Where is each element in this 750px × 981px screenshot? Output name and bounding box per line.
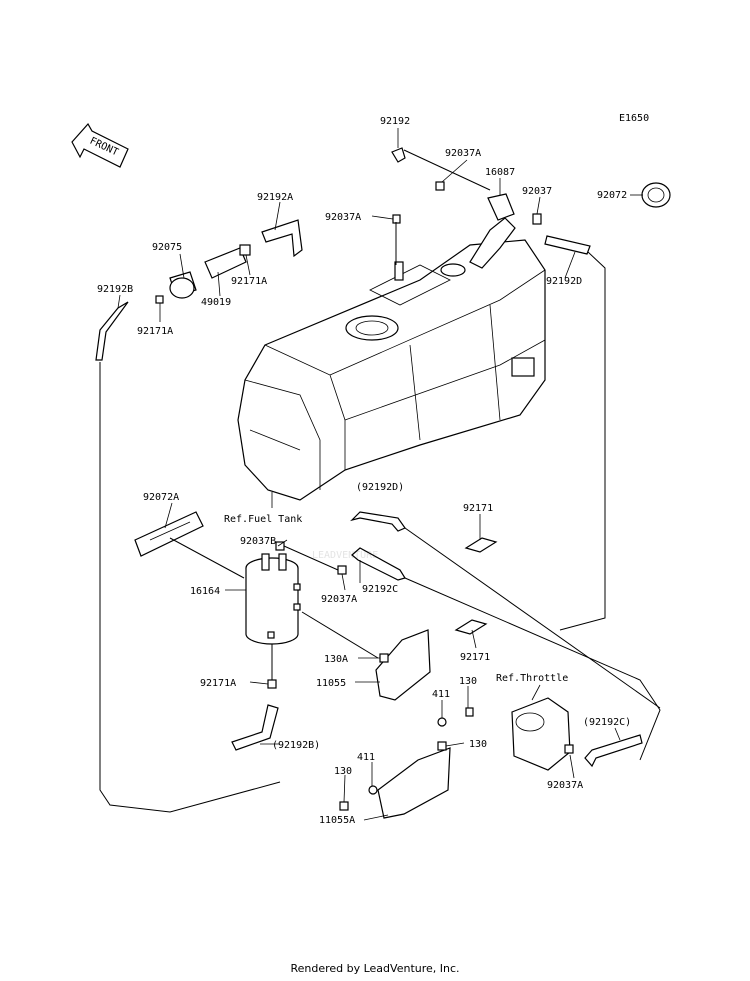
front-arrow-icon: FRONT [71,122,129,168]
label-92171A-top: 92171A [231,276,267,287]
bracket-11055 [301,611,431,701]
label-130-lower: 130 [334,766,352,777]
label-92192: 92192 [380,116,410,127]
label-11055: 11055 [316,678,346,689]
label-130-upper: 130 [459,676,477,687]
footer-credit: Rendered by LeadVenture, Inc. [290,962,460,975]
label-92192B-paren: (92192B) [272,740,320,751]
label-92192C: 92192C [362,584,398,595]
label-92192A: 92192A [257,192,293,203]
label-92171A-left: 92171A [137,326,173,337]
label-92075: 92075 [152,242,182,253]
label-16087: 16087 [485,167,515,178]
label-92192B: 92192B [97,284,133,295]
hose-92192D [544,235,606,631]
watermark: LEADVENTURE [312,550,378,561]
clip-92171-upper [464,537,498,553]
label-411-upper: 411 [432,689,450,700]
label-ref-fuel-tank: Ref.Fuel Tank [224,514,302,525]
hose-92192 [391,147,491,265]
canister-16164 [231,553,301,751]
label-92171A-low: 92171A [200,678,236,689]
label-11055A: 11055A [319,815,355,826]
label-92192C-paren: (92192C) [583,717,631,728]
label-92037A-mid: 92037A [321,594,357,605]
label-130A: 130A [324,654,348,665]
fuel-filter-49019 [169,219,303,299]
label-411-lower: 411 [357,752,375,763]
hose-92192D-center [350,511,661,709]
label-92037-top: 92037 [522,186,552,197]
bracket-11055A [339,707,474,819]
diagram-code: E1650 [619,113,649,124]
label-92037A-top: 92037A [445,148,481,159]
label-92171-lower: 92171 [460,652,490,663]
label-92192D: 92192D [546,276,582,287]
label-92072A: 92072A [143,492,179,503]
label-16164: 16164 [190,586,220,597]
callout-labels: E1650 92192 92037A 16087 92037 92072 921… [97,113,649,826]
clamp-92072 [641,182,671,208]
label-ref-throttle: Ref.Throttle [496,673,568,684]
leader-lines [117,128,643,821]
label-92037A-low: 92037A [547,780,583,791]
throttle-body [511,697,643,771]
label-92192D-paren: (92192D) [356,482,404,493]
strap-92072A [134,511,245,579]
label-130-mid: 130 [469,739,487,750]
label-92171-upper: 92171 [463,503,493,514]
label-92072: 92072 [597,190,627,201]
fuel-tank [237,217,546,501]
clip-92171-lower [454,619,488,635]
hose-92192C-center [275,541,661,761]
label-92037B: 92037B [240,536,276,547]
valve-16087 [435,181,542,225]
label-49019: 49019 [201,297,231,308]
label-92037A-left: 92037A [325,212,361,223]
hose-92192B [95,295,281,813]
